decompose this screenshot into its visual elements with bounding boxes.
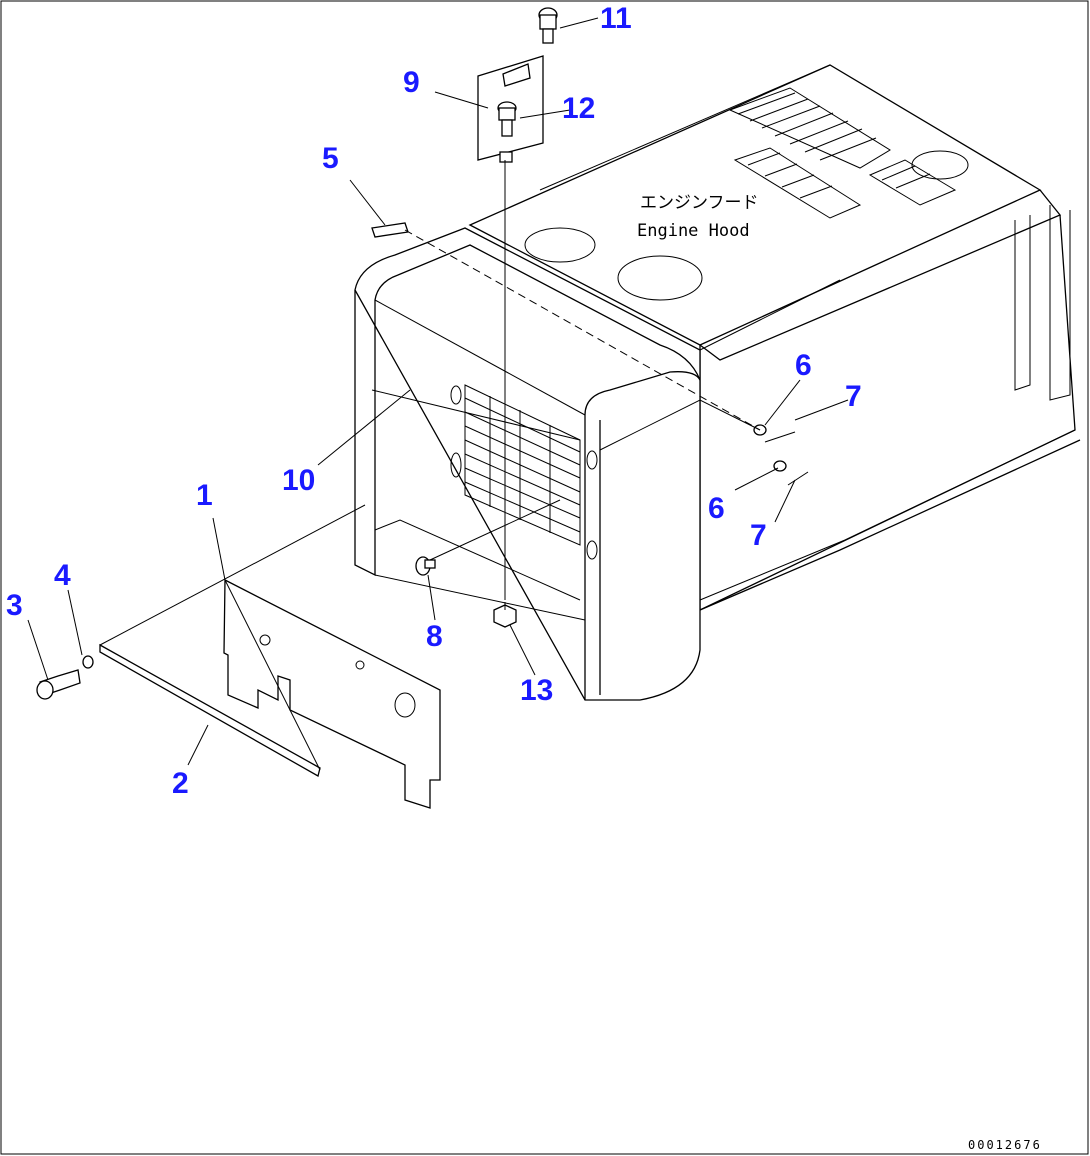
frame-slot-1 [450,385,462,405]
callout-6-upper: 6 [795,349,812,382]
hood-vent-lower [733,147,862,219]
callouts: 1 2 3 4 5 6 6 7 7 8 9 10 11 12 13 [6,2,862,800]
hood-vent-upper [728,87,891,169]
pin-7-lower [787,471,809,486]
callout-3: 3 [6,589,23,622]
hood-label-en: Engine Hood [637,221,750,241]
hood-hole-small [524,227,596,263]
callout-5: 5 [322,142,339,175]
hood-hole-large [617,255,703,301]
front-frame [354,227,701,701]
cover-hole-3 [394,692,416,718]
cover-hole-2 [355,660,365,670]
frame-slot-2 [450,452,462,478]
bolt-3 [36,669,81,700]
assembly-lines [99,160,761,771]
frame-slot-4 [586,540,598,560]
callout-2: 2 [172,767,189,800]
callout-7-upper: 7 [845,380,862,413]
callout-1: 1 [196,479,213,512]
callout-9: 9 [403,66,420,99]
drawing-code: 00012676 [968,1138,1042,1152]
bolt-12 [497,101,517,137]
part-5 [371,222,409,238]
bolt-11 [538,7,558,44]
cover-hole-1 [259,634,271,646]
front-grille [464,384,581,546]
bar [99,643,321,777]
callout-13: 13 [520,674,553,707]
bolt-8 [415,556,436,576]
callout-10: 10 [282,464,315,497]
leader-lines [27,17,849,766]
callout-7-lower: 7 [750,519,767,552]
side-frame [699,205,1081,612]
hood-round-opening [911,150,969,180]
callout-8: 8 [426,620,443,653]
callout-11: 11 [600,2,632,35]
pin-7-upper [764,431,796,443]
engine-hood: エンジンフード Engine Hood [468,64,1062,361]
cover-plate [223,578,441,809]
callout-6-lower: 6 [708,492,725,525]
frame-slot-3 [586,450,598,470]
washer-4 [82,655,94,669]
callout-4: 4 [54,559,71,592]
callout-12: 12 [562,92,595,125]
hood-label-jp: エンジンフード [640,193,759,213]
